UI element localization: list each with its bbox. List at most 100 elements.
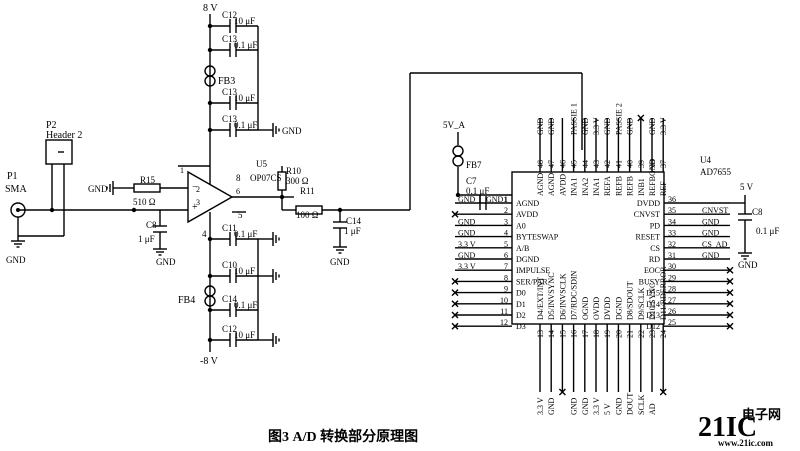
- no-connect-mark: [451, 300, 459, 308]
- opamp-pin-label: 1: [180, 166, 184, 175]
- adc-pin-name: DGND: [614, 297, 623, 320]
- opamp-pin-label: 3: [196, 198, 200, 207]
- header-connector: [45, 139, 73, 165]
- adc-pin-name: AVDD: [516, 210, 538, 219]
- ground-label: GND: [6, 255, 26, 265]
- adc-pin-number: 8: [504, 273, 508, 282]
- no-connect-mark: [726, 277, 734, 285]
- adc-pin-number: 5: [504, 240, 508, 249]
- adc-pin-name: OGND: [581, 297, 590, 320]
- opamp-noninverting-mark: +: [192, 202, 198, 213]
- adc-pin-number: 32: [668, 240, 676, 249]
- adc-pin-name: D4/EXT/INT: [536, 277, 545, 320]
- adc-pin-name: A0: [516, 221, 526, 230]
- adc-net-label: GND: [536, 117, 545, 135]
- adc-pin-number: 13: [536, 330, 545, 338]
- adc-pin-name: D8/SDOUT: [626, 281, 635, 320]
- no-connect-mark: [451, 277, 459, 285]
- p1-ref: P1: [7, 171, 18, 182]
- adc-net-label: GND: [570, 397, 579, 415]
- decoupling-cap-ref: C13: [222, 34, 238, 44]
- adc-pin-number: 47: [547, 160, 556, 168]
- no-connect-mark: [451, 289, 459, 297]
- adc-pin-number: 15: [558, 330, 567, 338]
- decoupling-cap-value: 10 μF: [234, 266, 255, 276]
- opamp-pin-label: 5: [238, 210, 243, 220]
- input-cap-ref: C8: [146, 220, 157, 230]
- no-connect-mark: [726, 322, 734, 330]
- adc-pin-name: AGND: [516, 199, 539, 208]
- adc-ref: U4: [700, 155, 711, 165]
- adc-net-label: PASSIE 1: [570, 103, 579, 135]
- decoupling-cap-value: 0.1 μF: [234, 300, 257, 310]
- adc-net-label: GND: [458, 251, 476, 260]
- adc-pin-number: 38: [648, 160, 657, 168]
- decoupling-cap-value: 0.1 μF: [234, 229, 257, 239]
- adc-net-label: GND: [458, 195, 476, 204]
- no-connect-mark: [726, 311, 734, 319]
- adc-decoupling-cap-value: 0.1 μF: [466, 186, 489, 196]
- watermark-cn: 电子网: [742, 407, 781, 422]
- adc-pin-name: BUSY: [639, 277, 661, 286]
- adc-pin-name: D14: [646, 300, 660, 309]
- junction-dot: [455, 192, 461, 198]
- junction-dot: [131, 207, 137, 213]
- adc-pin-number: 24: [659, 330, 668, 338]
- adc-pin-name: D9/SCLK: [637, 287, 646, 320]
- opamp-pin-label: 6: [236, 187, 240, 196]
- junction-dot: [207, 47, 213, 53]
- adc-net-label: 3.3 V: [536, 397, 545, 415]
- adc-pin-name: INB1: [637, 178, 646, 196]
- adc-pin-number: 26: [668, 307, 676, 316]
- watermark-brand: 21IC: [698, 412, 757, 443]
- adc-net-label: CNVST: [702, 206, 728, 215]
- resistor-r15: [133, 183, 161, 193]
- adc-net-label: GND: [458, 229, 476, 238]
- adc-pin-name: SER/PAR: [516, 277, 548, 286]
- adc-pin-number: 46: [558, 160, 567, 168]
- adc-net-label: GND: [702, 251, 720, 260]
- ferrite-bead-fb7: [452, 155, 464, 167]
- adc-decoupling-cap-ref: C7: [466, 176, 477, 186]
- adc-pin-number: 44: [581, 160, 590, 168]
- junction-dot: [207, 273, 213, 279]
- r15-value: 510 Ω: [133, 197, 156, 207]
- adc-pin-number: 31: [668, 251, 676, 260]
- junction-dot: [207, 23, 213, 29]
- decoupling-cap-value: 0.1 μF: [234, 120, 257, 130]
- net-minus8v-label: -8 V: [200, 356, 219, 367]
- adc-part: AD7655: [700, 167, 731, 177]
- adc-pin-number: 12: [500, 318, 508, 327]
- adc-net-label: AD: [648, 403, 657, 415]
- adc-pin-name: DGND: [516, 255, 539, 264]
- adc-net-label: GND: [581, 117, 590, 135]
- figure-caption: 图3 A/D 转换部分原理图: [268, 428, 418, 445]
- adc-pin-number: 27: [668, 296, 676, 305]
- adc-pin-number: 19: [603, 330, 612, 338]
- decoupling-cap-ref: C10: [222, 260, 238, 270]
- ground-label: GND: [738, 260, 758, 270]
- adc-pin-number: 17: [581, 330, 590, 338]
- no-connect-mark: [451, 311, 459, 319]
- adc-pin-number: 18: [592, 330, 601, 338]
- no-connect-mark: [726, 266, 734, 274]
- ground-label: GND: [156, 257, 176, 267]
- adc-net-label: GND: [702, 229, 720, 238]
- fb7-label: FB7: [466, 160, 482, 170]
- adc-net-label: PASSIE 2: [614, 103, 623, 135]
- adc-pin-number: 4: [504, 229, 508, 238]
- opamp-pin-label: 4: [202, 229, 207, 239]
- decoupling-cap-ref: C11: [222, 223, 237, 233]
- ground-label: GND: [330, 257, 350, 267]
- adc-pin-name: DVDD: [603, 297, 612, 320]
- input-cap-value: 1 μF: [138, 234, 155, 244]
- adc-pin-number: 7: [504, 262, 508, 271]
- adc-pin-number: 11: [500, 307, 508, 316]
- adc-pin-number: 21: [626, 330, 635, 338]
- adc-pin-name: D0: [516, 289, 526, 298]
- junction-dot: [207, 337, 213, 343]
- adc-net-label: GND: [626, 117, 635, 135]
- adc-net-label: 3.3 V: [458, 262, 476, 271]
- decoupling-cap-value: 0.1 μF: [234, 40, 257, 50]
- adc-pin-name: PD: [650, 221, 660, 230]
